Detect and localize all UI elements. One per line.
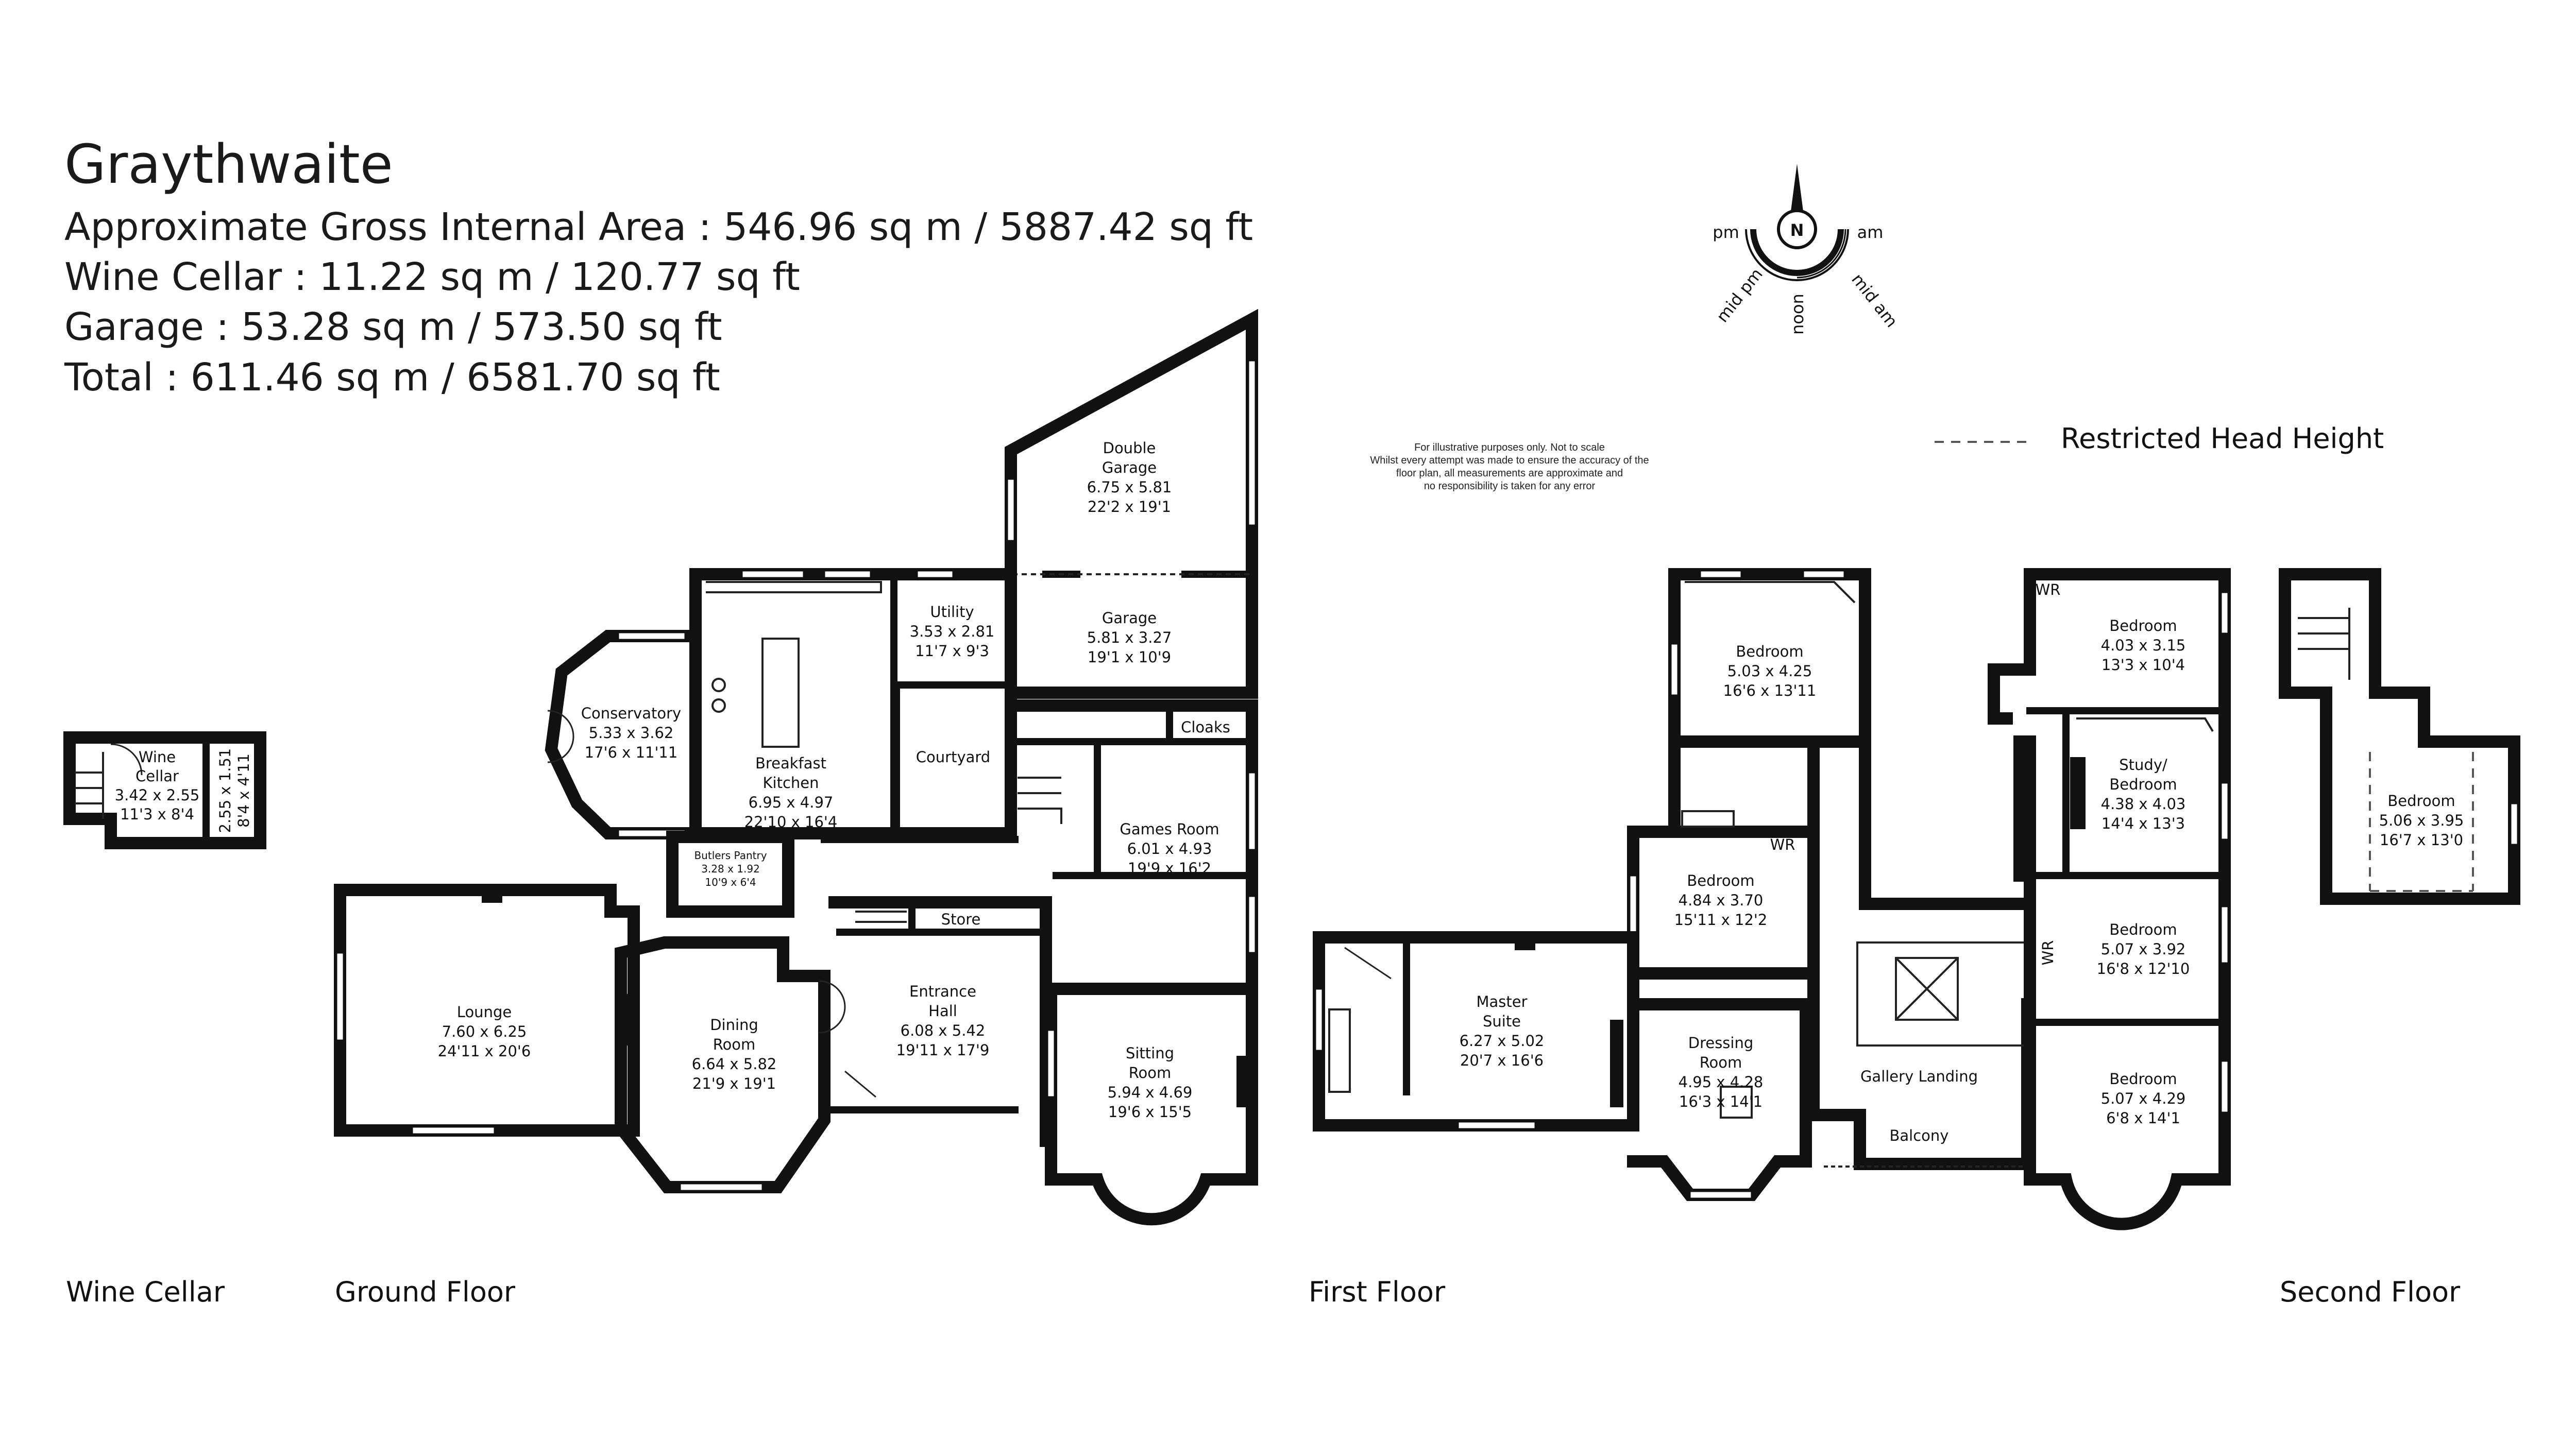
- total-area: Total : 611.46 sq m / 6581.70 sq ft: [64, 355, 720, 400]
- courtyard-label: Courtyard: [916, 748, 990, 766]
- floor-label-ground: Ground Floor: [335, 1276, 516, 1308]
- legend: Restricted Head Height: [1935, 422, 2384, 455]
- garage-area: Garage : 53.28 sq m / 573.50 sq ft: [64, 305, 722, 349]
- floor-label-second: Second Floor: [2280, 1276, 2461, 1308]
- store-label: Store: [941, 911, 981, 928]
- compass-n: N: [1790, 220, 1804, 240]
- first-floor-wr-2-label: WR: [2036, 581, 2061, 598]
- cloaks-label: Cloaks: [1181, 718, 1230, 736]
- disclaimer-line-1: For illustrative purposes only. Not to s…: [1414, 442, 1605, 453]
- disclaimer-line-4: no responsibility is taken for any error: [1424, 481, 1596, 492]
- compass-mid-am: mid am: [1848, 270, 1902, 331]
- compass-icon: N pm am mid pm noon mid am: [1713, 164, 1902, 335]
- balcony-label: Balcony: [1890, 1127, 1949, 1144]
- compass-pm: pm: [1713, 222, 1739, 242]
- disclaimer-line-2: Whilst every attempt was made to ensure …: [1370, 455, 1649, 466]
- wine-cellar-area: Wine Cellar : 11.22 sq m / 120.77 sq ft: [64, 255, 800, 299]
- compass-mid-pm: mid pm: [1713, 264, 1767, 326]
- wine-cellar-side-label: 2.55 x 1.518'4 x 4'11: [216, 748, 252, 833]
- first-floor-wr-3-label: WR: [2039, 940, 2057, 966]
- first-floor-wr-1-label: WR: [1770, 836, 1795, 853]
- floor-label-wine-cellar: Wine Cellar: [66, 1276, 225, 1308]
- gross-internal-area: Approximate Gross Internal Area : 546.96…: [64, 205, 1253, 249]
- disclaimer: For illustrative purposes only. Not to s…: [1370, 442, 1649, 492]
- compass-noon: noon: [1788, 294, 1807, 335]
- gallery-landing-label: Gallery Landing: [1860, 1068, 1978, 1085]
- disclaimer-line-3: floor plan, all measurements are approxi…: [1396, 468, 1623, 479]
- floor-label-first: First Floor: [1309, 1276, 1446, 1308]
- legend-restricted-head-height: Restricted Head Height: [2061, 422, 2384, 455]
- property-title: Graythwaite: [64, 133, 393, 196]
- compass-am: am: [1857, 222, 1884, 242]
